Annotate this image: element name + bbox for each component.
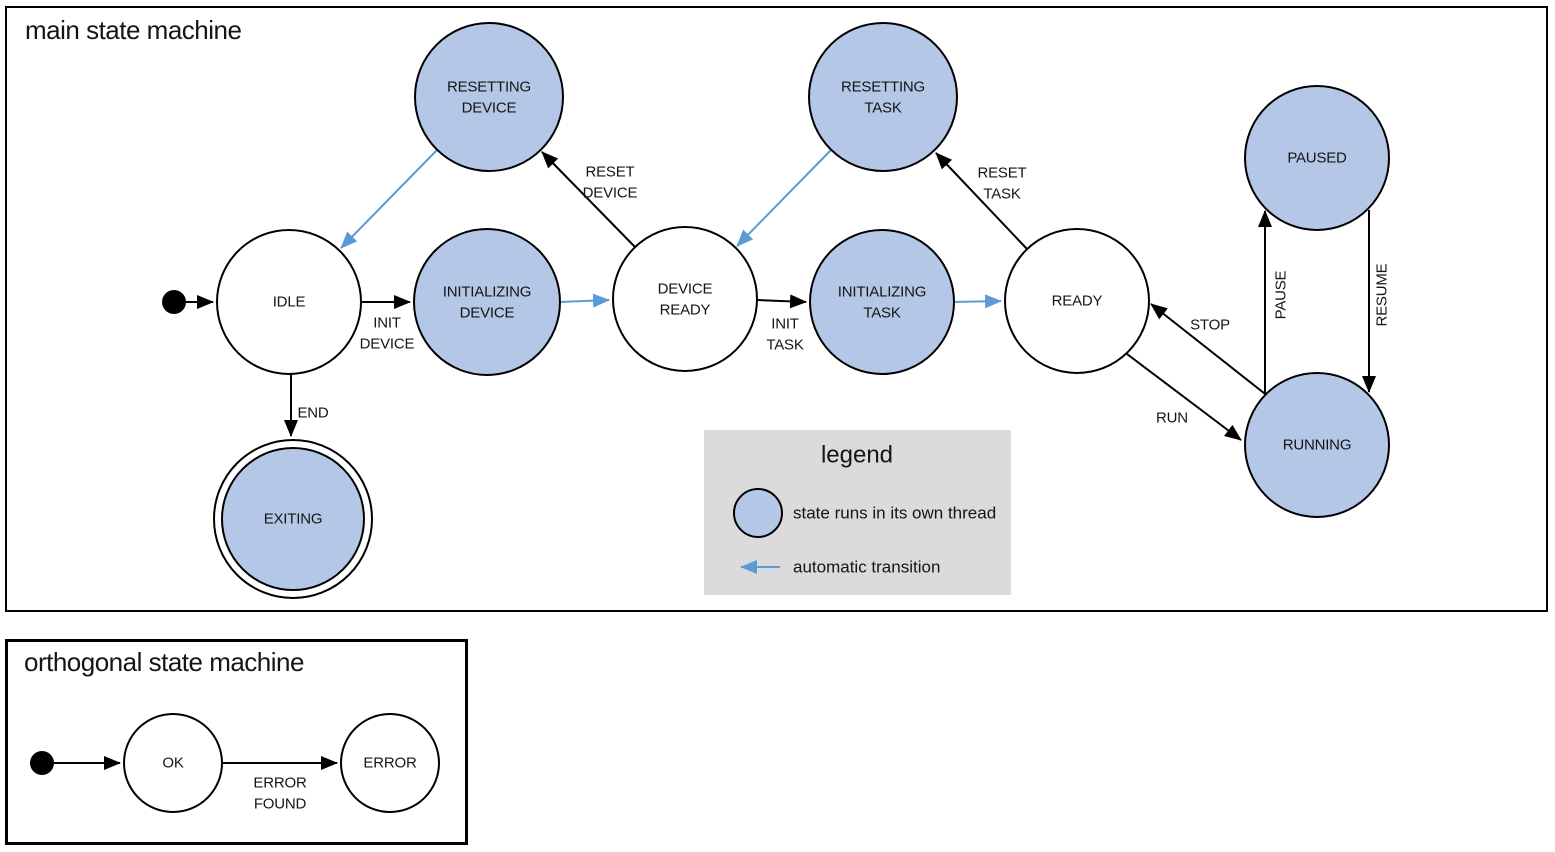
svg-text:FOUND: FOUND — [254, 796, 307, 813]
state-initializing-task: INITIALIZING TASK — [809, 229, 955, 375]
svg-text:RUNNING: RUNNING — [1283, 437, 1352, 454]
label-reset-device: RESET DEVICE — [583, 164, 638, 202]
svg-text:RESET: RESET — [585, 164, 634, 181]
svg-text:READY: READY — [660, 302, 711, 319]
state-idle: IDLE — [216, 229, 362, 375]
edge-initializing-task-to-ready-automatic — [953, 294, 1002, 309]
main-state-machine-panel: main state machine — [5, 6, 1548, 612]
edge-initializing-device-to-device-ready-automatic — [559, 293, 610, 308]
label-reset-task: RESET TASK — [977, 165, 1026, 203]
legend-title: legend — [821, 442, 893, 469]
edge-ready-to-resetting-task — [935, 152, 1028, 250]
edge-resetting-device-to-idle-automatic — [340, 149, 438, 249]
orthogonal-state-machine-panel: orthogonal state machine ERROR FOUND OK — [5, 639, 468, 845]
svg-text:ERROR: ERROR — [253, 775, 307, 792]
svg-text:DEVICE: DEVICE — [658, 281, 713, 298]
svg-text:INIT: INIT — [771, 316, 799, 333]
svg-text:RESETTING: RESETTING — [447, 79, 531, 96]
svg-text:DEVICE: DEVICE — [583, 185, 638, 202]
svg-text:RESET: RESET — [977, 165, 1026, 182]
edge-resetting-task-to-device-ready-automatic — [736, 149, 832, 247]
orthogonal-state-machine-title: orthogonal state machine — [24, 647, 304, 677]
orthogonal-state-machine-canvas: ERROR FOUND OK ERROR — [30, 713, 440, 813]
label-end: END — [297, 405, 328, 422]
main-state-machine-title: main state machine — [25, 15, 242, 45]
state-device-ready: DEVICE READY — [612, 226, 758, 372]
state-ok: OK — [123, 713, 223, 813]
initial-state-dot — [30, 751, 54, 775]
main-state-machine-canvas: INIT DEVICE RESET DEVICE INIT TASK RESET… — [162, 22, 1391, 599]
state-error: ERROR — [340, 713, 440, 813]
edge-device-ready-to-initializing-task — [756, 294, 807, 309]
svg-text:DEVICE: DEVICE — [360, 336, 415, 353]
svg-text:DEVICE: DEVICE — [462, 100, 517, 117]
svg-text:INITIALIZING: INITIALIZING — [838, 284, 926, 301]
label-init-device: INIT DEVICE — [360, 315, 415, 353]
svg-text:PAUSED: PAUSED — [1287, 150, 1347, 167]
label-stop: STOP — [1190, 317, 1230, 334]
edge-ready-to-running — [1126, 353, 1242, 441]
edge-device-ready-to-resetting-device — [541, 151, 636, 248]
svg-text:EXITING: EXITING — [264, 511, 323, 528]
state-paused: PAUSED — [1244, 85, 1390, 231]
svg-text:TASK: TASK — [864, 100, 901, 117]
state-ready: READY — [1004, 228, 1150, 374]
svg-text:READY: READY — [1052, 293, 1103, 310]
label-run: RUN — [1156, 410, 1188, 427]
state-initializing-device: INITIALIZING DEVICE — [413, 228, 561, 376]
svg-text:IDLE: IDLE — [273, 294, 306, 311]
legend-auto-transition-label: automatic transition — [793, 558, 940, 577]
label-error-found: ERROR FOUND — [253, 775, 307, 813]
state-resetting-task: RESETTING TASK — [808, 22, 958, 172]
state-exiting-final: EXITING — [213, 439, 373, 599]
svg-text:TASK: TASK — [863, 305, 900, 322]
state-running: RUNNING — [1244, 372, 1390, 518]
label-resume: RESUME — [1374, 263, 1391, 326]
label-pause: PAUSE — [1273, 270, 1290, 319]
label-init-task: INIT TASK — [766, 316, 804, 354]
svg-text:DEVICE: DEVICE — [460, 305, 515, 322]
legend-panel: legend state runs in its own thread auto… — [704, 430, 1011, 595]
legend-threaded-state-label: state runs in its own thread — [793, 504, 996, 523]
initial-state-dot — [162, 290, 186, 314]
svg-text:INITIALIZING: INITIALIZING — [443, 284, 531, 301]
svg-text:OK: OK — [162, 755, 183, 772]
svg-text:TASK: TASK — [983, 186, 1020, 203]
svg-text:ERROR: ERROR — [363, 755, 417, 772]
legend-threaded-state-swatch — [733, 488, 783, 538]
state-resetting-device: RESETTING DEVICE — [414, 22, 564, 172]
edge-running-to-ready — [1150, 303, 1270, 398]
svg-text:INIT: INIT — [373, 315, 401, 332]
svg-text:TASK: TASK — [766, 337, 803, 354]
svg-text:RESETTING: RESETTING — [841, 79, 925, 96]
